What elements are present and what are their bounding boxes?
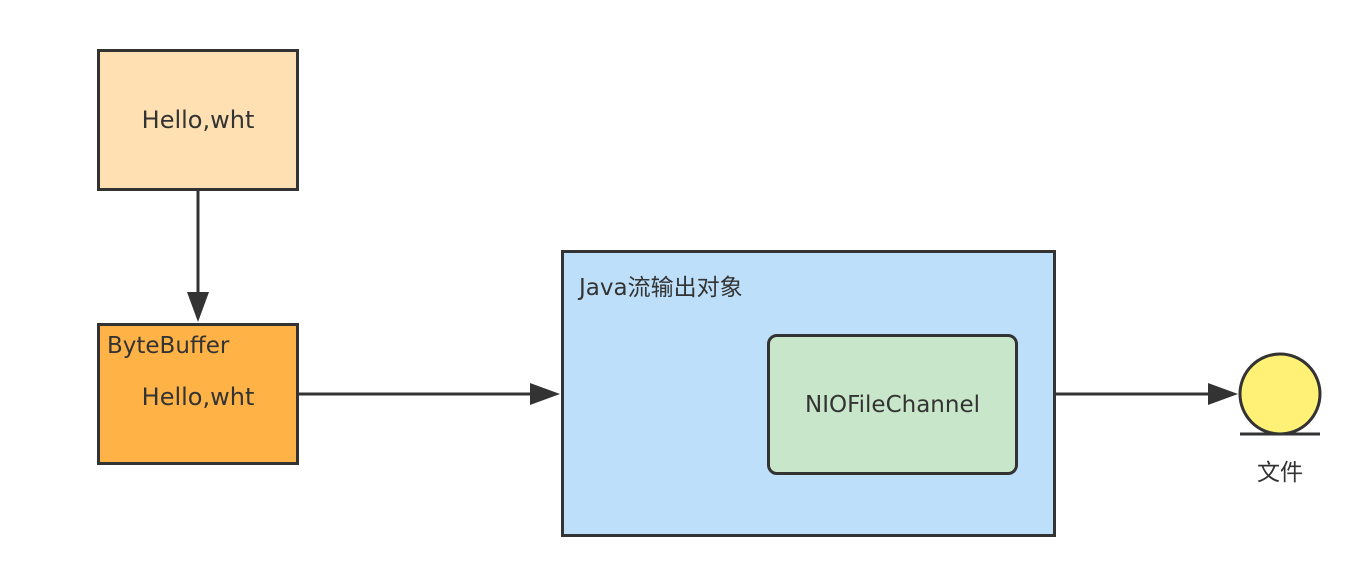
- stream-title: Java流输出对象: [579, 275, 743, 301]
- bytebuffer-node: ByteBuffer Hello,wht: [97, 323, 299, 465]
- arrowhead-down: [187, 292, 209, 322]
- file-label: 文件: [1257, 460, 1303, 486]
- arrowhead-right: [530, 383, 560, 405]
- bytebuffer-content: Hello,wht: [141, 383, 255, 411]
- source-node: Hello,wht: [97, 49, 299, 191]
- bytebuffer-title: ByteBuffer: [107, 333, 230, 359]
- channel-label: NIOFileChannel: [804, 391, 980, 418]
- arrowhead-right: [1208, 383, 1238, 405]
- channel-node: NIOFileChannel: [767, 334, 1018, 475]
- file-circle-icon: [1238, 352, 1322, 436]
- source-label: Hello,wht: [141, 106, 255, 134]
